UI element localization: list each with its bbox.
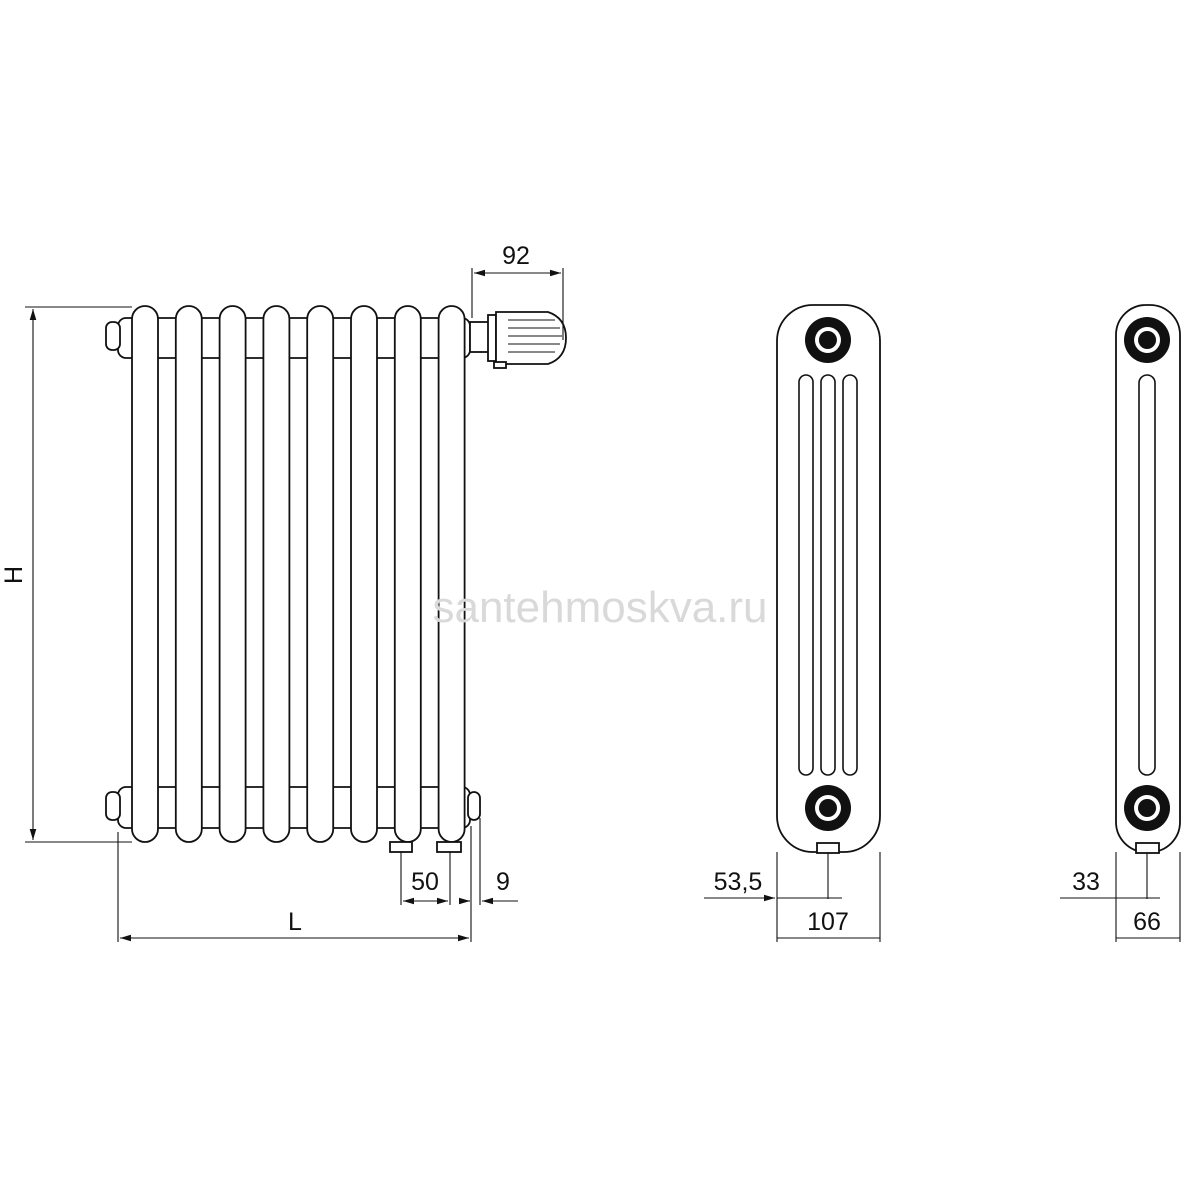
radiator-section (218, 305, 247, 843)
dim-spacing-label: 50 (411, 868, 439, 896)
radiator-section (393, 305, 422, 843)
dim-depth-label: 66 (1133, 908, 1161, 936)
dim-center-label: 53,5 (714, 868, 763, 896)
watermark: santehmoskva.ru (432, 583, 767, 632)
connection-fitting (389, 841, 413, 853)
dim-height-label: H (0, 566, 28, 584)
front-view: H 92 L 50 9 (0, 242, 567, 942)
side-view-3-column: 53,5 107 (704, 304, 881, 942)
bottom-right-plug (467, 791, 481, 821)
radiator-section (174, 305, 203, 843)
connection-fitting (436, 841, 462, 853)
side-view-1-column: 33 66 (1060, 304, 1181, 942)
radiator-section (131, 305, 159, 843)
dim-offset-label: 9 (496, 868, 510, 896)
dim-depth-label: 107 (807, 908, 849, 936)
bottom-port-icon (1124, 785, 1170, 831)
radiator-section (306, 305, 335, 843)
bottom-port-icon (805, 785, 851, 831)
top-port-icon (1124, 317, 1170, 363)
radiator-section (350, 305, 378, 843)
top-port-icon (805, 317, 851, 363)
radiator-section (437, 305, 466, 843)
top-left-plug (105, 321, 121, 351)
dim-length-label: L (288, 908, 302, 936)
thermostatic-valve (469, 311, 567, 369)
bottom-left-plug (105, 791, 121, 821)
dim-thermostat-label: 92 (502, 242, 530, 270)
dim-center-label: 33 (1072, 868, 1100, 896)
radiator-section (262, 305, 291, 843)
